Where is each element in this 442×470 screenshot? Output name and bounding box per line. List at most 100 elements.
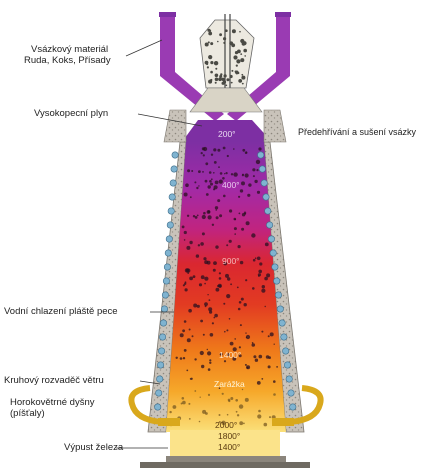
burden-particle (259, 355, 263, 359)
burden-particle (268, 365, 271, 368)
burden-particle (190, 196, 192, 198)
burden-particle (203, 154, 205, 156)
burden-particle (209, 171, 212, 174)
burden-particle (210, 183, 213, 186)
burden-particle (239, 213, 241, 215)
burden-particle (219, 285, 222, 288)
burden-particle (227, 277, 230, 280)
burden-particle (197, 305, 200, 308)
burden-particle (214, 161, 217, 164)
cooling-element (156, 390, 162, 396)
burden-particle (246, 152, 247, 153)
burden-particle (200, 397, 201, 398)
burden-particle (199, 283, 202, 286)
burden-particle (223, 147, 226, 150)
charge-particle (215, 82, 217, 84)
charge-particle (236, 59, 240, 63)
burden-particle (185, 288, 188, 291)
burden-particle (184, 193, 188, 197)
charge-particle (240, 58, 244, 62)
burden-particle (216, 209, 217, 210)
burden-particle (196, 187, 198, 189)
cooling-element (286, 376, 292, 382)
cooling-element (268, 236, 274, 242)
label-tuyeres: Horokovětrné dyšny (10, 397, 94, 408)
burden-particle (211, 154, 213, 156)
burden-particle (224, 331, 226, 333)
burden-particle (258, 270, 262, 274)
charge-particle (240, 39, 244, 43)
burden-particle (195, 216, 198, 219)
charge-hopper (190, 14, 262, 112)
burden-particle (254, 180, 257, 183)
burden-particle (215, 181, 219, 185)
burden-particle (213, 172, 215, 174)
label-top-gas: Vysokopecní plyn (34, 108, 108, 119)
cooling-element (171, 166, 177, 172)
burden-particle (238, 196, 240, 198)
burden-particle (273, 380, 276, 383)
burden-particle (269, 416, 271, 418)
burden-particle (251, 233, 255, 237)
burden-particle (265, 306, 266, 307)
burden-particle (233, 148, 235, 150)
burden-particle (210, 333, 214, 337)
burden-particle (256, 169, 258, 171)
burden-particle (193, 275, 196, 278)
burden-particle (259, 262, 262, 265)
charge-particle (236, 73, 238, 75)
cooling-element (272, 264, 278, 270)
burden-particle (266, 355, 270, 359)
burden-particle (225, 274, 229, 278)
burden-particle (234, 219, 236, 221)
burden-particle (189, 277, 193, 281)
burden-particle (182, 401, 186, 405)
cooling-element (159, 334, 165, 340)
burden-particle (185, 183, 189, 187)
label-preheating: Předehřívání a sušení vsázky (298, 127, 416, 138)
burden-particle (240, 261, 243, 264)
burden-particle (248, 183, 251, 186)
burden-particle (247, 194, 250, 197)
burden-particle (207, 351, 211, 355)
burden-particle (227, 155, 229, 157)
charge-particle (210, 79, 212, 81)
burden-particle (197, 215, 199, 217)
burden-particle (187, 169, 190, 172)
burden-particle (255, 359, 258, 362)
charge-particle (208, 55, 212, 59)
burden-particle (256, 160, 260, 164)
charge-particle (239, 31, 241, 33)
charge-particle (225, 29, 228, 32)
charge-particle (229, 41, 233, 45)
label-iron-tap: Výpust železa (64, 442, 123, 453)
burden-particle (234, 233, 236, 235)
burden-particle (204, 277, 208, 281)
burden-particle (188, 403, 190, 405)
burden-particle (202, 171, 204, 173)
burden-particle (261, 378, 263, 380)
cooling-element (157, 362, 163, 368)
charge-particle (240, 53, 242, 55)
burden-particle (237, 287, 239, 289)
label-tuyeres-note: (píšťaly) (10, 408, 45, 419)
cooling-element (281, 334, 287, 340)
burden-particle (189, 241, 192, 244)
charge-particle (231, 82, 233, 84)
burden-particle (240, 189, 243, 192)
temp-900: 900° (222, 256, 240, 267)
burden-particle (230, 342, 234, 346)
charge-particle (214, 61, 218, 65)
burden-particle (240, 324, 242, 326)
burden-particle (257, 414, 261, 418)
burden-particle (224, 173, 225, 174)
burden-particle (264, 423, 268, 427)
cooling-element (274, 278, 280, 284)
burden-particle (191, 170, 193, 172)
charge-particle (210, 71, 213, 74)
burden-particle (233, 172, 237, 176)
cooling-element (165, 250, 171, 256)
temp-2000: 2000° (215, 420, 237, 431)
burden-particle (176, 357, 178, 359)
burden-particle (241, 228, 244, 231)
